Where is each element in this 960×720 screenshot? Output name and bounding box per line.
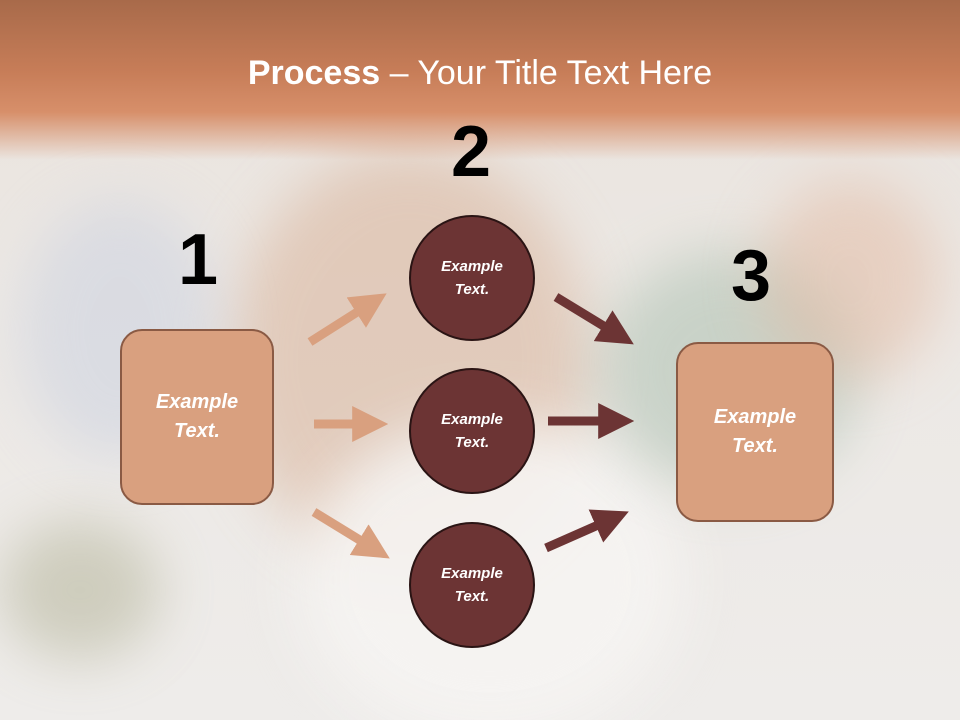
step-2-circle-middle: Example Text. <box>409 368 535 494</box>
step-1-text: Example Text. <box>155 391 239 442</box>
title-bold: Process <box>247 54 381 92</box>
title-rest: – Your Title Text Here <box>380 54 713 92</box>
slide-title: Process – Your Title Text Here <box>0 54 960 93</box>
step-number-1: 1 <box>178 220 219 300</box>
step-2-circle-top: Example Text. <box>409 215 535 341</box>
step-3-box: Example Text. <box>676 342 834 522</box>
step-2-circle-bottom: Example Text. <box>409 522 535 648</box>
step-number-2: 2 <box>451 112 492 192</box>
arrow-2a-to-3 <box>553 293 634 345</box>
arrow-1-to-2c <box>311 508 390 559</box>
step-2-text-top: Example Text. <box>441 258 503 298</box>
title-band <box>0 0 960 160</box>
arrow-1-to-2a <box>307 293 387 346</box>
arrow-2c-to-3 <box>544 509 629 553</box>
step-2-text-bottom: Example Text. <box>441 565 503 605</box>
step-number-3: 3 <box>731 236 772 316</box>
step-3-text: Example Text. <box>713 406 797 457</box>
step-2-text-middle: Example Text. <box>441 411 503 451</box>
step-1-box: Example Text. <box>120 329 274 505</box>
